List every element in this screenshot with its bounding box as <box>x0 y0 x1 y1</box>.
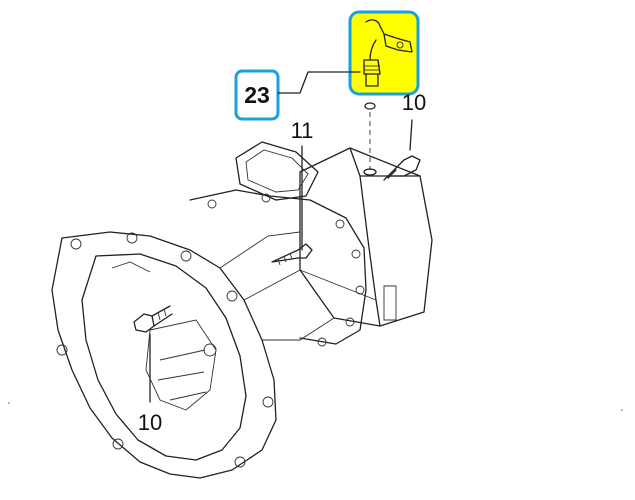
callout-10-bottom: 10 <box>138 410 162 435</box>
oxygen-sensor-icon[interactable] <box>363 19 413 87</box>
transmission-housing <box>51 141 433 479</box>
callout-10-top-leader <box>409 119 413 151</box>
sensor-highlight-box[interactable] <box>348 10 420 96</box>
callout-23-leader <box>277 71 361 94</box>
bolt-11[interactable] <box>271 243 313 266</box>
bolt-bottom[interactable] <box>133 305 173 333</box>
sensor-port <box>363 168 377 176</box>
speck-2 <box>621 409 623 411</box>
speck-1 <box>8 402 10 404</box>
callout-11: 11 <box>291 118 314 143</box>
callout-23: 23 <box>244 82 270 108</box>
sealing-washer <box>364 102 376 110</box>
callout-23-box[interactable] <box>234 69 280 121</box>
callout-10-top: 10 <box>402 90 426 115</box>
